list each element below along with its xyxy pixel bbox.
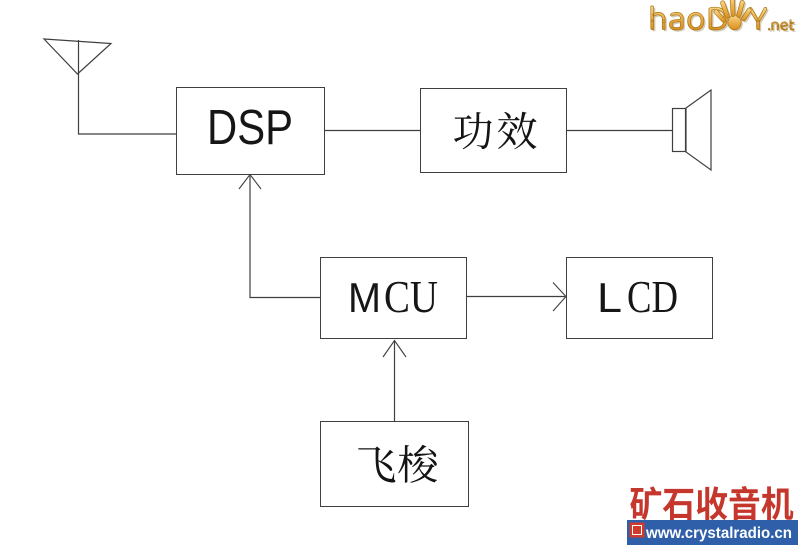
svg-text:CU: CU (384, 271, 438, 322)
svg-text:L: L (597, 274, 622, 321)
svg-text:www.crystalradio.cn: www.crystalradio.cn (645, 525, 792, 542)
svg-text:CD: CD (627, 271, 678, 322)
svg-text:M: M (348, 274, 381, 321)
svg-text:DSP: DSP (207, 101, 293, 155)
